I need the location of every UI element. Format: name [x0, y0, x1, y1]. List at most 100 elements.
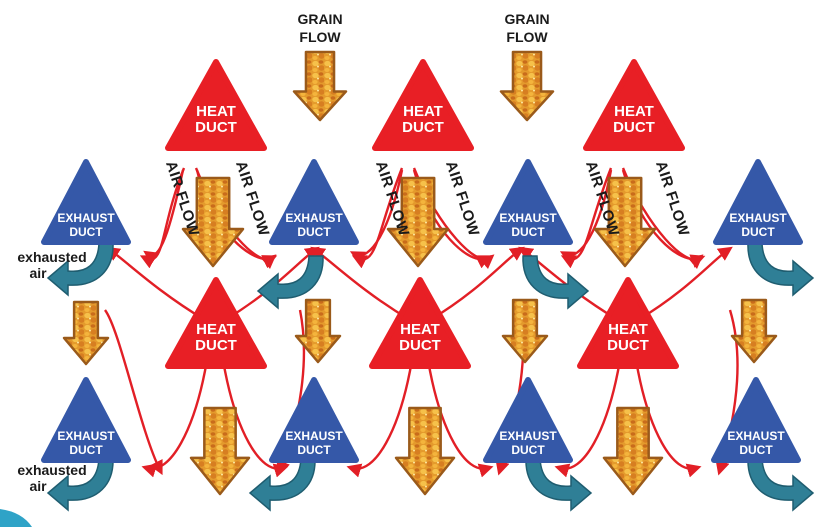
grain-flow-arrow — [730, 298, 778, 364]
exhausted-air-label-line1: exhausted — [17, 249, 86, 265]
grain-flow-label-line1: GRAIN — [504, 11, 549, 27]
airflow-curve — [554, 359, 622, 478]
exhaust-duct-triangle — [483, 159, 573, 245]
heat-duct-label-line2: DUCT — [613, 119, 655, 136]
grain-flow-arrow — [602, 406, 664, 496]
grain-flow-label-line2: FLOW — [506, 29, 548, 45]
exhaust-duct-triangle — [41, 159, 131, 245]
grain-flow-label-line2: FLOW — [299, 29, 341, 45]
heat-duct-label-line2: DUCT — [195, 119, 237, 136]
airflow-curve — [518, 246, 619, 322]
exhausted-air-arrow — [256, 255, 324, 310]
airflow-curve — [221, 359, 289, 478]
exhaust-duct-label-line2: DUCT — [511, 225, 545, 239]
airflow-curve — [349, 169, 404, 265]
heat-duct-label-line2: DUCT — [607, 337, 649, 354]
heat-duct-triangle — [372, 59, 474, 151]
exhausted-air-label-line2: air — [29, 478, 47, 494]
exhaust-duct-label-line1: EXHAUST — [285, 429, 343, 443]
exhaust-duct-label-line2: DUCT — [69, 225, 103, 239]
airflow-curve — [634, 359, 702, 478]
exhausted-air-arrow — [525, 457, 593, 512]
heat-duct-label-line2: DUCT — [399, 337, 441, 354]
airflow-curve — [224, 246, 320, 322]
grain-flow-arrow — [593, 176, 657, 268]
grain-flow-label-line1: GRAIN — [297, 11, 342, 27]
grain-flow-arrow — [292, 50, 348, 122]
grain-flow-arrow — [386, 176, 450, 268]
grain-flow-arrow — [62, 300, 110, 366]
exhaust-duct-label-line1: EXHAUST — [57, 429, 115, 443]
exhaust-duct-label-line1: EXHAUST — [499, 429, 557, 443]
exhausted-air-label-line2: air — [29, 265, 47, 281]
grain-flow-arrow — [294, 298, 342, 364]
heat-duct-label-line1: HEAT — [196, 321, 236, 338]
exhausted-air-label: exhausted air — [17, 462, 86, 494]
exhaust-duct-triangle — [483, 377, 573, 463]
exhaust-duct-label-line1: EXHAUST — [57, 211, 115, 225]
exhaust-duct-label-line2: DUCT — [297, 443, 331, 457]
exhaust-duct-triangle — [269, 159, 359, 245]
grain-flow-arrow — [501, 298, 549, 364]
exhaust-duct-triangle — [269, 377, 359, 463]
air-flow-label: AIR FLOW — [652, 159, 692, 239]
exhausted-air-arrow — [46, 457, 114, 512]
exhausted-air-arrow — [747, 457, 815, 512]
exhausted-air-label: exhausted air — [17, 249, 86, 281]
exhaust-duct-label-line2: DUCT — [739, 443, 773, 457]
air-flow-label: AIR FLOW — [232, 159, 272, 239]
ducts: HEATDUCTHEATDUCTHEATDUCTEXHAUSTDUCTEXHAU… — [41, 59, 803, 463]
grain-flow-arrow — [499, 50, 555, 122]
exhausted-air-arrows — [46, 242, 815, 512]
heat-duct-label-line2: DUCT — [402, 119, 444, 136]
airflow-curve — [559, 169, 613, 265]
grain-flow-arrows — [62, 50, 778, 496]
exhaust-duct-label-line2: DUCT — [741, 225, 775, 239]
exhaust-duct-label-line2: DUCT — [69, 443, 103, 457]
airflow-curve — [346, 359, 414, 478]
exhaust-duct-label-line1: EXHAUST — [499, 211, 557, 225]
heat-duct-label-line2: DUCT — [195, 337, 237, 354]
heat-duct-label-line1: HEAT — [196, 103, 236, 120]
air-flow-label: AIR FLOW — [442, 159, 482, 239]
heat-duct-label-line1: HEAT — [403, 103, 443, 120]
exhaust-duct-label-line2: DUCT — [511, 443, 545, 457]
heat-duct-label-line1: HEAT — [400, 321, 440, 338]
heat-duct-triangle — [165, 59, 267, 151]
exhausted-air-arrow — [46, 242, 114, 297]
exhausted-air-label-line1: exhausted — [17, 462, 86, 478]
grain-flow-arrow — [189, 406, 251, 496]
airflow-curve — [104, 309, 163, 476]
heat-duct-triangle — [577, 277, 679, 369]
grain-flow-arrow — [394, 406, 456, 496]
exhaust-duct-label-line1: EXHAUST — [727, 429, 785, 443]
exhausted-air-arrow — [248, 457, 316, 512]
heat-duct-label-line1: HEAT — [614, 103, 654, 120]
airflow-curve — [143, 169, 185, 265]
airflow-curve — [105, 246, 206, 322]
airflow-curve — [141, 359, 209, 478]
exhaust-duct-label-line2: DUCT — [297, 225, 331, 239]
heat-duct-triangle — [165, 277, 267, 369]
exhaust-duct-triangle — [713, 159, 803, 245]
airflow-curve — [310, 246, 411, 322]
corner-accent — [0, 509, 32, 527]
airflow-curve — [429, 246, 525, 322]
exhaust-duct-triangle — [41, 377, 131, 463]
exhaust-duct-label-line1: EXHAUST — [729, 211, 787, 225]
exhausted-air-arrow — [747, 242, 815, 297]
